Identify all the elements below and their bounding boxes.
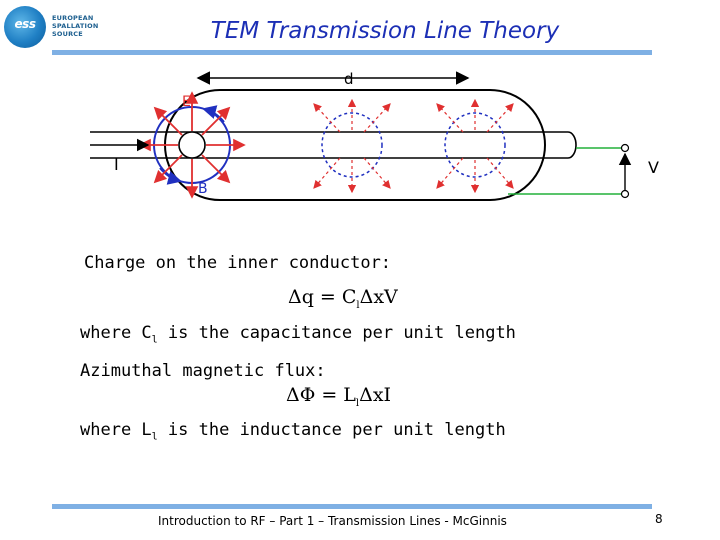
label-d: d (344, 70, 354, 88)
logo-text-line2: SPALLATION (52, 22, 99, 30)
charge-heading: Charge on the inner conductor: (84, 253, 392, 273)
terminal-top (620, 143, 630, 153)
logo-text-line3: SOURCE (52, 30, 83, 38)
terminal-bottom (620, 189, 630, 199)
footer-text: Introduction to RF – Part 1 – Transmissi… (158, 514, 507, 528)
label-B: B (198, 181, 208, 197)
voltage-terminals (508, 147, 622, 195)
equation-charge: Δq = ClΔxV (288, 286, 398, 311)
e-field-lines (138, 91, 246, 199)
field-pattern-2 (436, 98, 514, 194)
inductance-definition: where Ll is the inductance per unit leng… (80, 420, 506, 443)
title-divider (52, 50, 652, 55)
ess-logo-mark: ess (14, 17, 36, 31)
page-number: 8 (655, 512, 663, 526)
field-pattern-1 (313, 98, 391, 194)
equation-flux: ΔΦ = LlΔxI (286, 384, 392, 409)
label-E: E (182, 94, 191, 110)
capacitance-definition: where Cl is the capacitance per unit len… (80, 323, 516, 346)
inner-conductor (90, 131, 577, 159)
outer-conductor (164, 89, 546, 201)
logo-text-line1: EUROPEAN (52, 14, 94, 22)
footer-divider (52, 504, 652, 509)
flux-heading: Azimuthal magnetic flux: (80, 361, 326, 381)
coax-diagram: d (90, 70, 659, 201)
label-V: V (648, 158, 659, 177)
label-I: I (114, 155, 119, 174)
ess-logo (4, 6, 46, 48)
slide-title: TEM Transmission Line Theory (210, 18, 560, 44)
